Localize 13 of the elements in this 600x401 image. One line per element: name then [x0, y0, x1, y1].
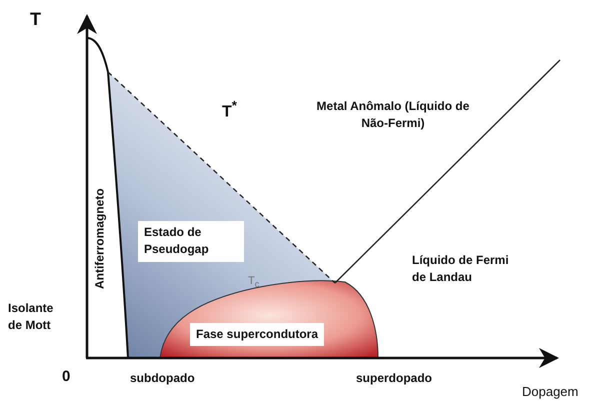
curve-label: T$_{c}$: [248, 274, 260, 292]
tick-label: subdopado: [130, 370, 195, 387]
axis-label: Dopagem: [522, 383, 578, 401]
region-label: Isolante de Mott: [8, 300, 54, 334]
region-label: Líquido de Fermi de Landau: [412, 252, 510, 286]
tick-label: 0: [62, 367, 70, 387]
region-label: Fase supercondutora: [190, 323, 324, 346]
axis-label: T: [30, 8, 41, 31]
region-label: Antiferromagneto: [91, 187, 108, 292]
region-label: Estado de Pseudogap: [138, 221, 244, 262]
curve-label: T$^{*}$: [222, 97, 237, 122]
region-label: Metal Anômalo (Líquido de Não-Fermi): [316, 98, 470, 132]
tick-label: superdopado: [356, 370, 432, 387]
